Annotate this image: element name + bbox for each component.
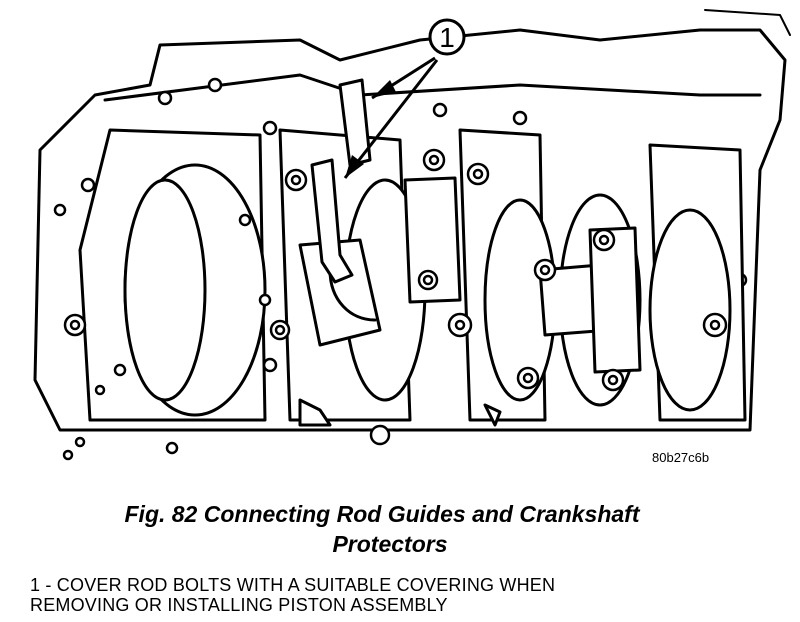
figure-caption-line2: Protectors [332, 531, 448, 557]
figure-image-id: 80b27c6b [652, 450, 710, 465]
legend-line2: REMOVING OR INSTALLING PISTON ASSEMBLY [30, 595, 448, 615]
callout-number: 1 [439, 22, 455, 53]
engine-crankshaft-illustration: 1 [33, 9, 791, 461]
figure-caption-line1: Fig. 82 Connecting Rod Guides and Cranks… [124, 501, 640, 527]
legend-line1: 1 - COVER ROD BOLTS WITH A SUITABLE COVE… [30, 575, 556, 595]
